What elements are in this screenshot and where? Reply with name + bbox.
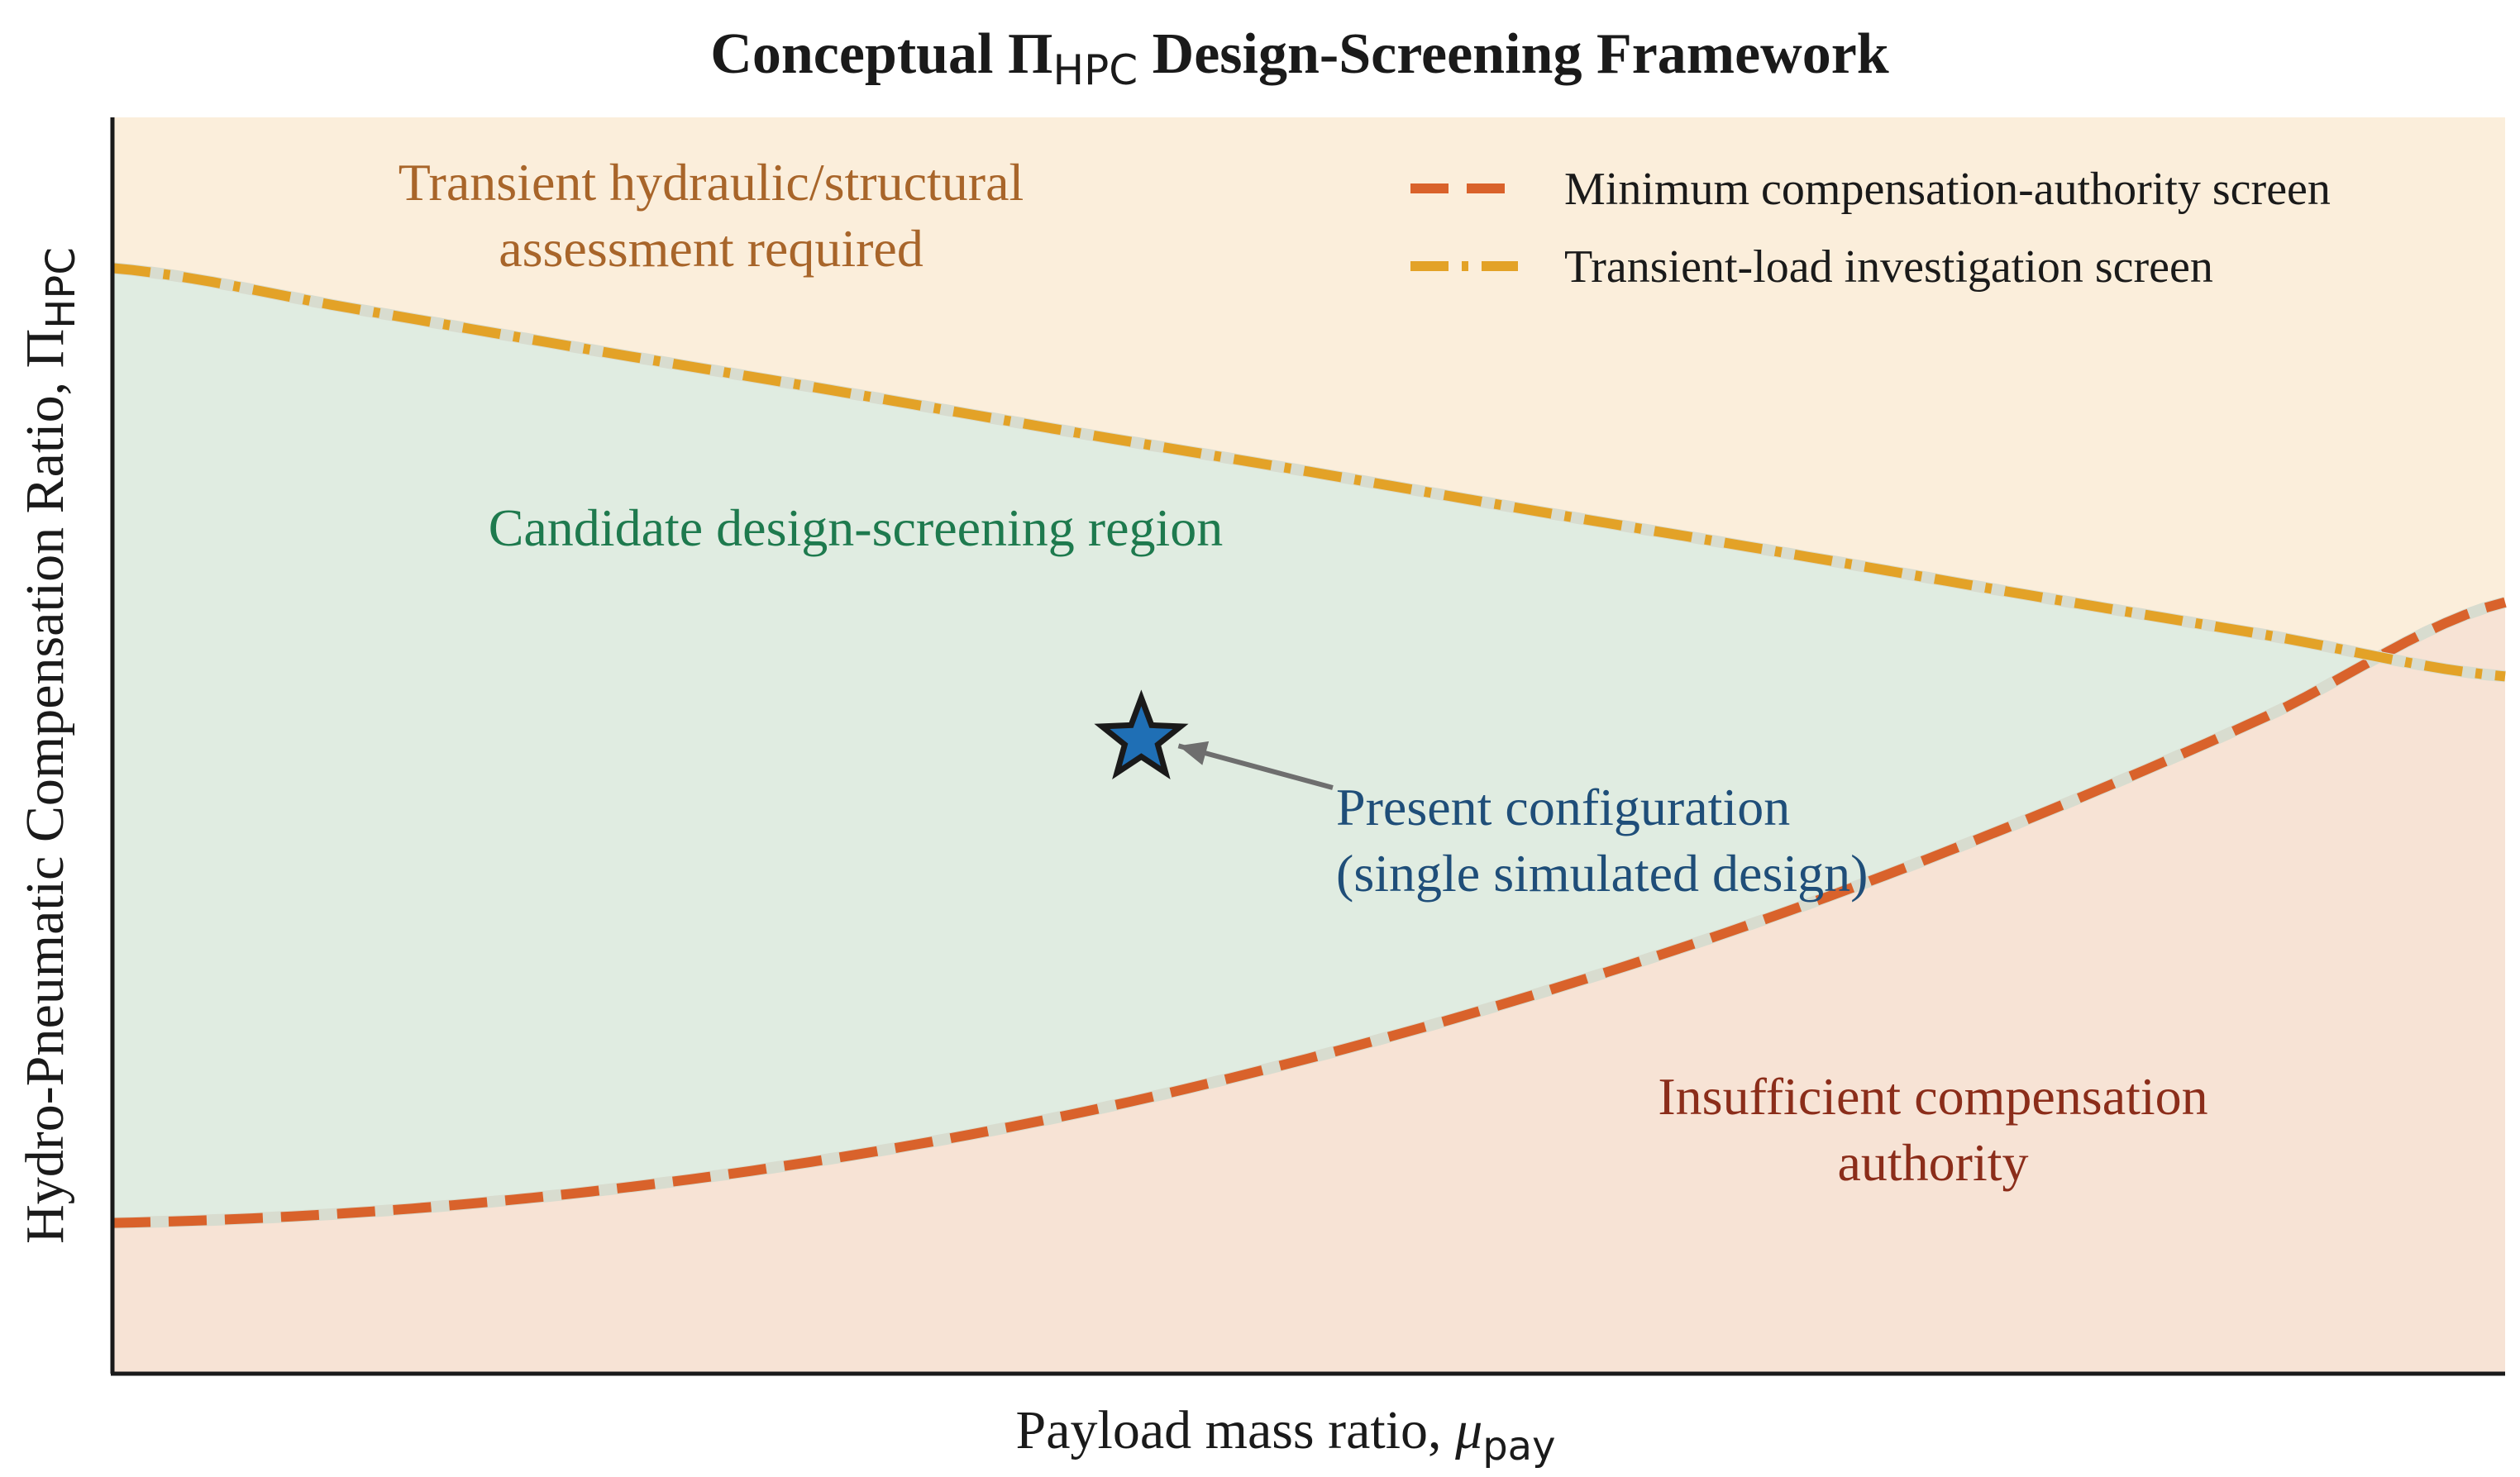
region-label-line: authority [1837, 1133, 2028, 1192]
chart-title: Conceptual ΠHPC Design-Screening Framewo… [710, 22, 1889, 94]
annotation-label: Present configuration (single simulated d… [1336, 778, 1868, 903]
legend: Minimum compensation-authority screenTra… [1410, 164, 2331, 293]
insufficient-region-label: Insufficient compensation authority [1658, 1067, 2207, 1192]
region-label-line: Insufficient compensation [1658, 1067, 2207, 1126]
annotation-label-line: Present configuration [1336, 778, 1790, 836]
lines-layer [112, 262, 2507, 1229]
candidate-region-label: Candidate design-screening region [489, 498, 1224, 557]
legend-label: Transient-load investigation screen [1564, 241, 2213, 293]
annotation: Present configuration (single simulated d… [1094, 689, 1868, 903]
annotation-arrowhead [1178, 741, 1210, 765]
regions-layer [112, 117, 2505, 1374]
legend-label: Minimum compensation-authority screen [1564, 164, 2331, 215]
annotation-label-line: (single simulated design) [1336, 844, 1868, 903]
transient-region-fill [112, 117, 2505, 677]
series-line [112, 597, 2507, 1228]
present-configuration-star [1094, 689, 1189, 779]
y-axis-label: Hydro-Pneumatic Compensation Ratio, ΠHPC [15, 247, 84, 1244]
region-label-line: assessment required [499, 219, 924, 278]
region-label-line: Candidate design-screening region [489, 498, 1224, 557]
region-labels: Transient hydraulic/structural assessment… [399, 153, 2208, 1192]
candidate-region-fill [112, 268, 2505, 1223]
region-label-line: Transient hydraulic/structural [399, 153, 1024, 212]
transient-region-label: Transient hydraulic/structural assessment… [399, 153, 1024, 278]
x-axis-label: Payload mass ratio, μpay [1015, 1400, 1555, 1470]
series-line [112, 263, 2506, 682]
